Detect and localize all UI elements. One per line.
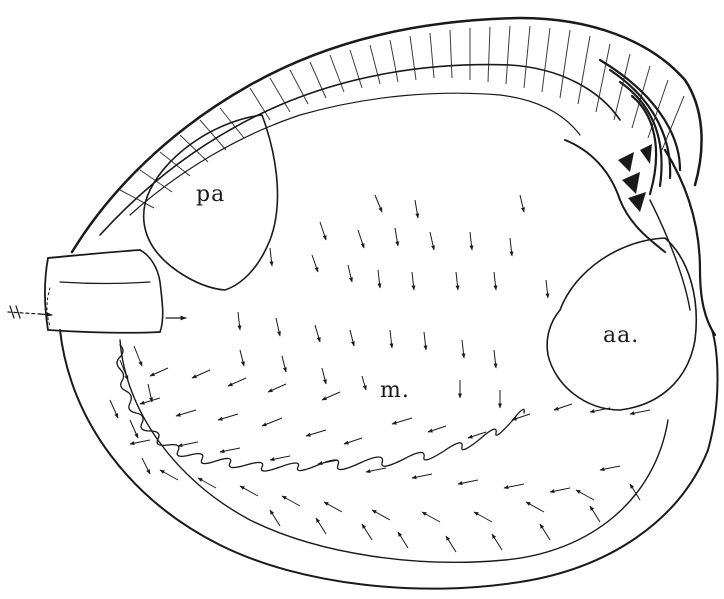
current-arrow — [510, 238, 512, 256]
shell-hinge — [72, 18, 715, 335]
current-arrow — [430, 232, 434, 250]
current-arrow — [554, 404, 572, 410]
current-arrow — [178, 442, 198, 446]
current-arrow — [282, 356, 286, 372]
current-arrow — [494, 350, 496, 368]
current-arrow — [366, 468, 386, 472]
current-arrow — [148, 384, 152, 402]
current-arrow — [468, 432, 486, 438]
current-arrow — [576, 490, 594, 500]
current-arrow — [220, 448, 240, 452]
current-arrow — [375, 195, 382, 212]
current-arrow — [134, 346, 142, 366]
current-arrow — [390, 330, 392, 348]
current-arrow — [270, 248, 272, 266]
current-arrow — [600, 466, 620, 470]
current-arrow — [270, 510, 280, 526]
current-arrow — [240, 350, 244, 366]
current-arrow — [590, 408, 610, 412]
current-arrow — [395, 228, 398, 246]
current-arrow — [494, 272, 496, 290]
current-arrow — [276, 318, 280, 336]
current-arrow — [428, 426, 446, 432]
current-arrow — [160, 470, 178, 480]
current-arrow — [312, 255, 318, 272]
current-arrows — [110, 195, 650, 552]
current-arrow — [324, 502, 342, 512]
current-arrow — [422, 512, 440, 522]
current-arrow — [372, 510, 390, 520]
current-arrow — [322, 368, 326, 384]
current-arrow — [392, 418, 412, 424]
current-arrow — [318, 460, 338, 464]
current-arrow — [150, 368, 168, 376]
current-arrow — [192, 370, 210, 378]
current-arrow — [412, 474, 432, 478]
current-arrow — [110, 400, 118, 418]
current-arrow — [306, 430, 326, 436]
label-anterior-adductor: aa. — [603, 325, 639, 347]
current-arrow — [320, 222, 326, 240]
shell-outline — [60, 330, 718, 589]
current-arrow — [140, 398, 160, 404]
current-arrow — [238, 312, 240, 330]
current-arrow — [474, 512, 492, 522]
current-arrow — [142, 458, 150, 474]
current-arrow — [322, 392, 340, 400]
current-arrow — [590, 506, 600, 522]
current-arrow — [415, 200, 418, 218]
current-arrow — [282, 496, 300, 506]
current-arrow — [358, 230, 364, 248]
current-arrow — [350, 330, 354, 346]
current-arrow — [398, 532, 408, 548]
current-arrow — [176, 410, 196, 416]
current-arrow — [546, 280, 548, 298]
current-arrow — [362, 376, 366, 390]
current-arrow — [378, 270, 380, 288]
label-mantle: m. — [380, 380, 410, 402]
current-arrow — [526, 502, 544, 512]
siphon — [45, 250, 163, 333]
current-arrow — [218, 414, 238, 420]
current-arrow — [262, 418, 282, 426]
current-arrow — [458, 480, 478, 484]
current-arrow — [504, 484, 524, 488]
current-arrow — [470, 232, 472, 250]
mantle-fringe — [117, 345, 524, 471]
current-arrow — [268, 384, 286, 392]
current-arrow — [130, 420, 138, 438]
label-posterior-adductor: pa — [196, 184, 225, 206]
siphon-inflow-arrow — [8, 306, 186, 318]
current-arrow — [315, 325, 320, 342]
current-arrow — [316, 518, 326, 534]
current-arrow — [492, 534, 502, 550]
current-arrow — [362, 524, 372, 540]
current-arrow — [348, 265, 352, 282]
current-arrow — [424, 332, 426, 350]
current-arrow — [446, 536, 456, 552]
current-arrow — [550, 488, 570, 492]
current-arrow — [240, 486, 258, 496]
current-arrow — [412, 272, 414, 290]
current-arrow — [630, 410, 650, 414]
current-arrow — [462, 340, 464, 358]
current-arrow — [630, 484, 640, 500]
current-arrow — [456, 272, 458, 290]
current-arrow — [540, 524, 550, 540]
current-arrow — [520, 195, 524, 212]
current-arrow — [344, 438, 362, 444]
current-arrow — [130, 440, 150, 444]
current-arrow — [270, 456, 290, 460]
current-arrow — [228, 378, 246, 386]
